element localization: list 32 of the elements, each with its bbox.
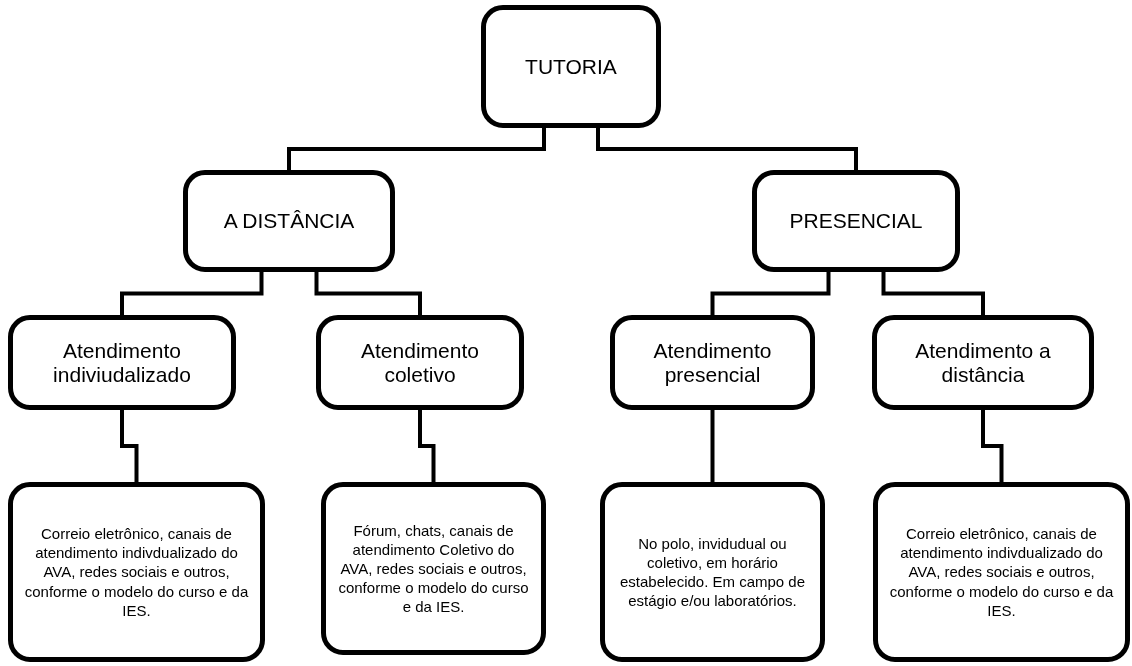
connector-line <box>710 410 715 482</box>
box-text: No polo, invidudual ou coletivo, em horário estabelecido. Em campo de estágio e/ou laboratórios. <box>618 533 807 611</box>
category-box <box>481 5 661 128</box>
connector-line <box>710 272 831 315</box>
connector-line <box>981 410 1004 482</box>
category-box <box>316 315 524 410</box>
box-text: Atendimento coletivo <box>360 338 480 387</box>
box-text: Atendimento indiviudalizado <box>52 338 192 387</box>
box-text: A DISTÂNCIA <box>223 209 355 233</box>
box-text: Fórum, chats, canais de atendimento Coletivo do AVA, redes sociais e outros, conforme o modelo do curso e da IES. <box>337 520 530 617</box>
description-box <box>321 482 546 655</box>
box-text: TUTORIA <box>525 54 617 79</box>
connector-line <box>596 128 858 170</box>
connector-line <box>287 128 546 170</box>
box-text: Correio eletrônico, canais de atendimento indivdualizado do AVA, redes sociais e outros, conforme o modelo do curso e da IES. <box>23 524 250 620</box>
category-box <box>183 170 395 272</box>
category-box <box>872 315 1094 410</box>
box-text: PRESENCIAL <box>789 209 923 233</box>
connector-line <box>120 410 139 482</box>
box-text: Correio eletrônico, canais de atendimento indivdualizado do AVA, redes sociais e outros, conforme o modelo do curso e da IES. <box>888 524 1115 620</box>
category-box <box>8 315 236 410</box>
description-box <box>873 482 1130 662</box>
connector-line <box>314 272 422 315</box>
description-box <box>8 482 265 662</box>
description-box <box>600 482 825 662</box>
category-box <box>610 315 815 410</box>
box-text: Atendimento presencial <box>652 338 773 387</box>
connector-line <box>120 272 264 315</box>
box-text: Atendimento a distância <box>914 338 1052 387</box>
connector-line <box>418 410 436 482</box>
connector-line <box>881 272 985 315</box>
category-box <box>752 170 960 272</box>
